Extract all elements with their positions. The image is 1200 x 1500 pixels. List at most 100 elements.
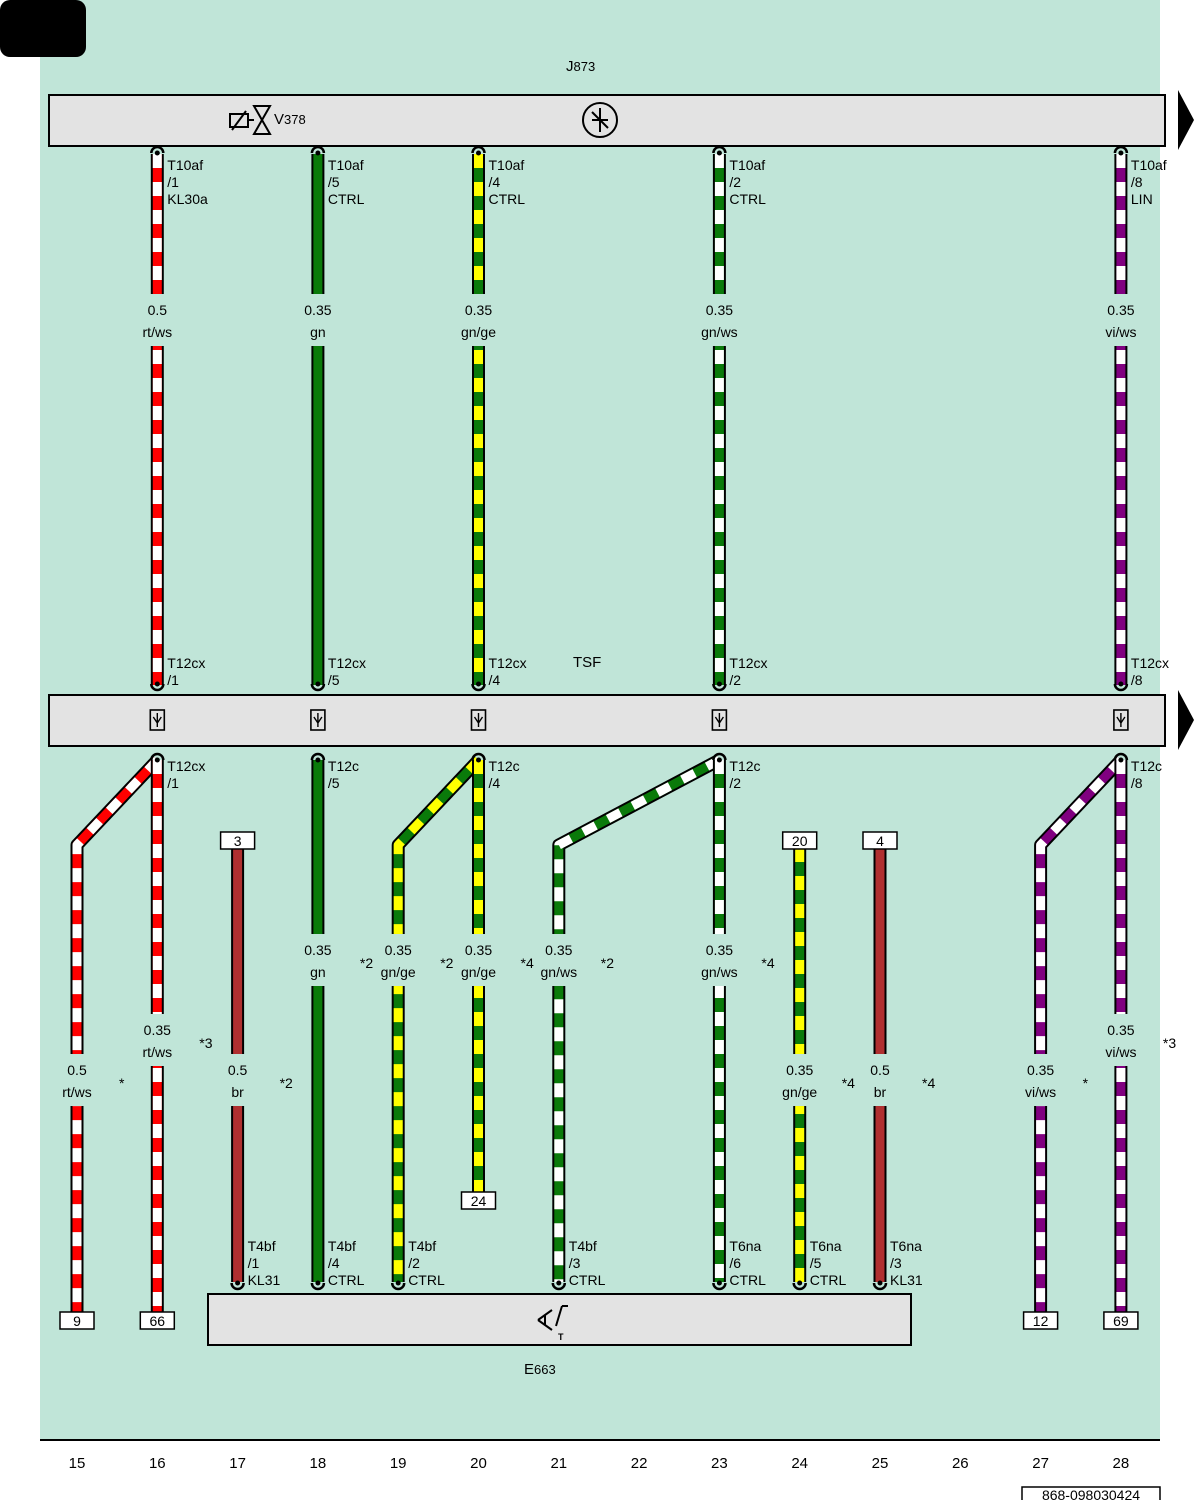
- pin-dot: [556, 1280, 562, 1286]
- ref-top-box: [781, 831, 818, 850]
- column-number: 25: [872, 1455, 889, 1472]
- pin-label: CTRL: [489, 191, 526, 207]
- wire-color: gn: [310, 964, 326, 980]
- column-number: 23: [711, 1455, 728, 1472]
- wire-stripe: [393, 756, 482, 1282]
- pin-label: /1: [248, 1255, 260, 1271]
- e663-label: E663: [524, 1361, 556, 1378]
- wire-note: *2: [360, 955, 373, 971]
- wire-stripe: [1036, 756, 1125, 1312]
- pin-dot: [315, 150, 321, 156]
- wire-size: 0.35: [545, 942, 572, 958]
- pin-connector-icon: [150, 681, 165, 692]
- wire-size: 0.5: [870, 1062, 890, 1078]
- label-gap: [382, 934, 415, 986]
- pin-label: KL30a: [167, 191, 208, 207]
- pin-connector-icon: [1113, 752, 1129, 763]
- label-gap: [141, 294, 174, 346]
- pin-dot: [797, 1280, 803, 1286]
- pin-dot: [476, 757, 481, 763]
- pin-connector-icon: [310, 145, 326, 156]
- pin-label: /8: [1131, 775, 1143, 791]
- pin-label: CTRL: [569, 1272, 606, 1288]
- pin-dot: [716, 681, 722, 687]
- pin-arc: [390, 1282, 406, 1291]
- label-gap: [221, 1054, 254, 1106]
- pin-arc: [712, 752, 727, 761]
- label-gap: [1104, 1014, 1137, 1066]
- pin-label: T12c: [328, 758, 359, 774]
- wire-size: 0.5: [148, 302, 168, 318]
- pin-label: T10af: [167, 157, 203, 173]
- wire-size: 0.35: [385, 942, 412, 958]
- pin-label: T12cx: [729, 655, 767, 671]
- pin-dot: [716, 1280, 722, 1286]
- pin-label: /1: [167, 775, 179, 791]
- wire-note: *2: [280, 1075, 293, 1091]
- pin-dot: [315, 1280, 321, 1286]
- wire: [70, 755, 163, 1312]
- v378-label: V378: [274, 111, 306, 128]
- ref-bottom: 9: [73, 1313, 81, 1329]
- pin-connector-icon: [310, 681, 326, 692]
- pin-label: T10af: [1131, 157, 1167, 173]
- wire-color: vi/ws: [1105, 324, 1136, 340]
- pin-connector-icon: [872, 1280, 888, 1291]
- pin-connector-icon: [310, 752, 326, 763]
- splice-icon: [711, 709, 728, 731]
- tsf-label: TSF: [573, 654, 601, 671]
- pin-arc: [1113, 752, 1129, 761]
- pin-label: /1: [167, 672, 179, 688]
- pin-label: CTRL: [408, 1272, 445, 1288]
- pin-arc: [230, 1282, 245, 1291]
- wire-size: 0.35: [465, 302, 492, 318]
- pin-label: /4: [489, 775, 501, 791]
- pin-label: CTRL: [729, 191, 766, 207]
- wire-size: 0.5: [67, 1062, 87, 1078]
- wire-size: 0.35: [1027, 1062, 1054, 1078]
- valve-solenoid-icon: [229, 105, 272, 135]
- ref-bottom: 69: [1113, 1313, 1129, 1329]
- diagram-id: 868-098030424: [1042, 1487, 1140, 1500]
- wire-color: rt/ws: [62, 1084, 92, 1100]
- pin-arc: [712, 145, 727, 154]
- wire-note: *2: [601, 955, 614, 971]
- ref-bottom-box: [59, 1311, 95, 1330]
- wire-note: *: [1083, 1075, 1089, 1091]
- wire-note: *: [119, 1075, 125, 1091]
- label-gap: [703, 294, 736, 346]
- pin-label: T10af: [489, 157, 525, 173]
- pin-label: CTRL: [328, 191, 365, 207]
- continuation-arrow-icon: [1178, 690, 1194, 750]
- pin-label: KL31: [248, 1272, 281, 1288]
- pin-connector-icon: [310, 1280, 326, 1291]
- label-gap: [141, 1014, 174, 1066]
- labels-layer: T10af/1KL30a0.5rt/wsT12cx/1T10af/5CTRL0.…: [59, 145, 1176, 1330]
- wire-size: 0.35: [706, 302, 733, 318]
- ref-bottom: 24: [471, 1193, 487, 1209]
- wire-stripe: [72, 756, 161, 1312]
- pin-dot: [476, 150, 481, 156]
- column-number: 24: [791, 1455, 808, 1472]
- ref-bottom-box: [1103, 1311, 1139, 1330]
- column-number: 27: [1032, 1455, 1049, 1472]
- wire-note: *4: [761, 955, 774, 971]
- ref-top: 4: [876, 833, 884, 849]
- pin-label: T6na: [890, 1238, 922, 1254]
- ref-bottom: 12: [1033, 1313, 1049, 1329]
- ref-bottom-box: [460, 1191, 497, 1210]
- splice-icon: [714, 713, 724, 727]
- pin-arc: [551, 1282, 567, 1291]
- splice-icon: [313, 713, 323, 727]
- pin-label: /2: [729, 174, 741, 190]
- pin-dot: [315, 681, 321, 687]
- wire-stripe: [554, 756, 722, 1282]
- wire-size: 0.5: [228, 1062, 248, 1078]
- e663-switch-box: [207, 1293, 912, 1346]
- pin-label: T12cx: [328, 655, 366, 671]
- pin-label: T12cx: [489, 655, 527, 671]
- wire-color: br: [874, 1084, 887, 1100]
- splice-icon: [152, 713, 162, 727]
- pin-label: /2: [729, 672, 741, 688]
- tsf-connector-box: [48, 694, 1166, 747]
